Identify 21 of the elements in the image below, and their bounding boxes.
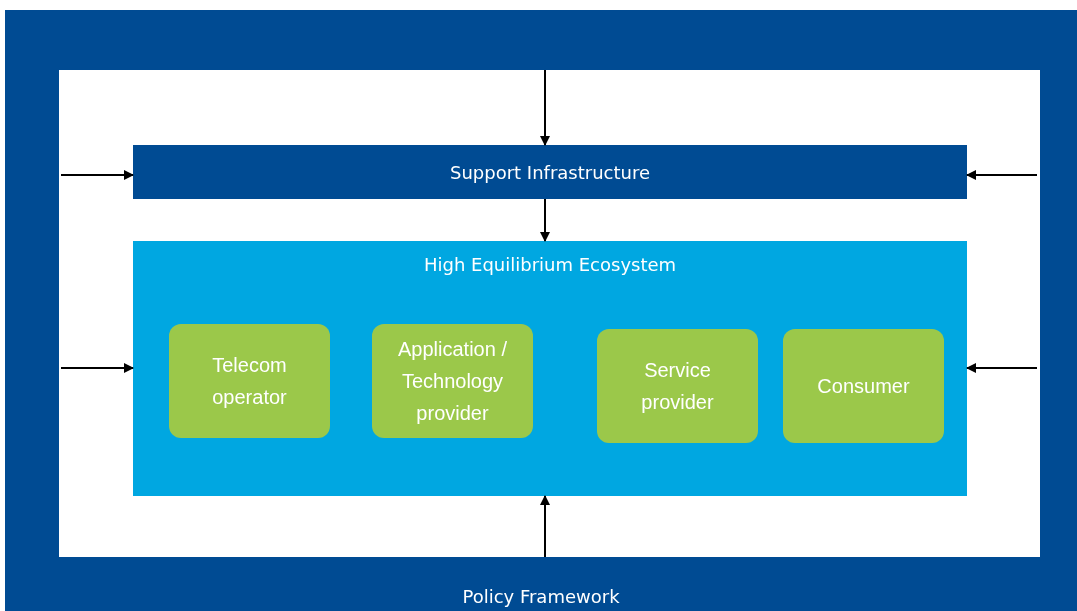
arrow [540, 198, 550, 242]
policy-frame [5, 10, 1077, 611]
actor-box [169, 324, 330, 438]
actor-label: Application / Technology provider [397, 337, 508, 426]
actor-label: Consumer [816, 374, 911, 399]
frame-title: Policy Framework [461, 586, 621, 607]
arrow [60, 170, 134, 180]
arrow [540, 495, 550, 558]
actor-label: Telecom operator [211, 353, 288, 410]
ecosystem-panel [133, 241, 967, 496]
infrastructure-bar [133, 145, 967, 199]
actor-box [597, 329, 758, 443]
arrow [540, 69, 550, 146]
arrow [60, 363, 134, 373]
actor-label: Service provider [640, 358, 715, 415]
panel-title: Support Infrastructure [449, 161, 651, 183]
panel-title: High Equilibrium Ecosystem [423, 254, 677, 275]
actor-box [372, 324, 533, 438]
actor-box [783, 329, 944, 443]
arrow [966, 170, 1038, 180]
arrow [966, 363, 1038, 373]
